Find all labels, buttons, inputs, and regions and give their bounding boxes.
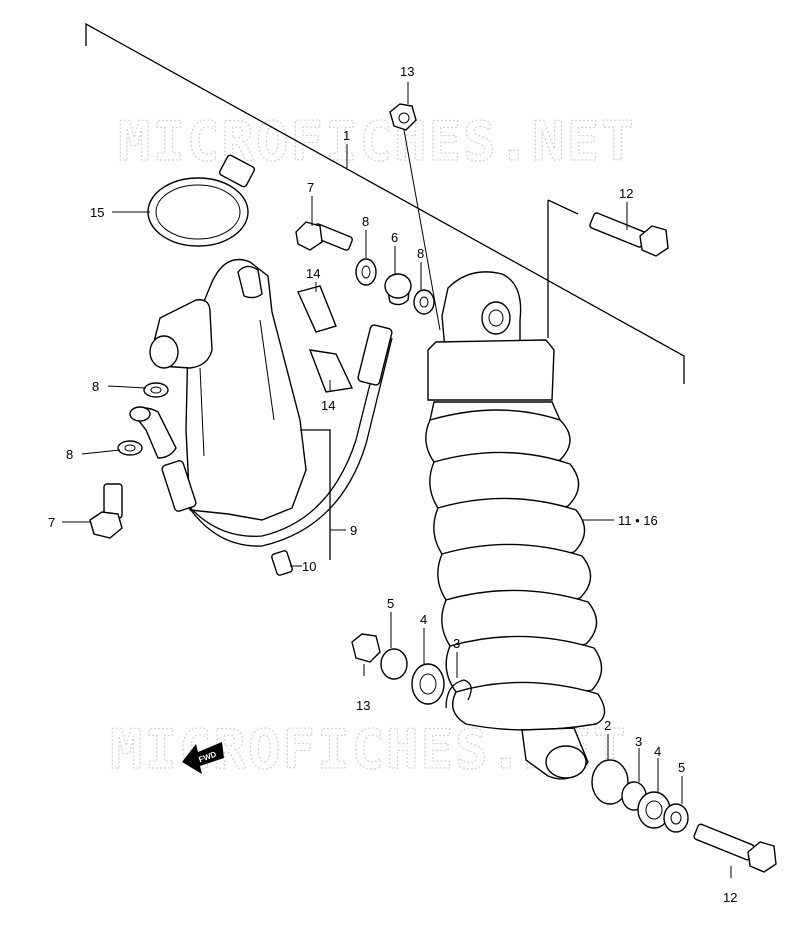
callout-14-top: 14 <box>306 266 320 281</box>
callout-6: 6 <box>391 230 398 245</box>
fwd-arrow-icon: FWD <box>182 742 224 774</box>
valve-cap <box>271 550 293 576</box>
callout-13-bottom: 13 <box>356 698 370 713</box>
callout-7-top: 7 <box>307 180 314 195</box>
spring-coils <box>425 409 606 731</box>
callout-labels: 1 13 12 7 8 6 8 14 14 15 8 8 7 9 10 11 •… <box>48 64 737 905</box>
callout-4-left: 4 <box>420 612 427 627</box>
banjo-bolt-upper <box>295 221 353 251</box>
callout-8-d: 8 <box>66 447 73 462</box>
banjo-bolt-lower <box>89 483 123 539</box>
hydraulic-hose <box>129 273 412 547</box>
callout-12-bottom: 12 <box>723 890 737 905</box>
callout-14-bottom: 14 <box>321 398 335 413</box>
callout-3-left: 3 <box>453 636 460 651</box>
callout-5-right: 5 <box>678 760 685 775</box>
callout-3-right: 3 <box>635 734 642 749</box>
reservoir-tank <box>149 258 331 560</box>
callout-11-16: 11 • 16 <box>618 513 658 528</box>
callout-7-bottom: 7 <box>48 515 55 530</box>
callout-8-c: 8 <box>92 379 99 394</box>
callout-1: 1 <box>343 128 350 143</box>
callout-13-top: 13 <box>400 64 414 79</box>
callout-15: 15 <box>90 205 104 220</box>
lower-eye <box>521 727 589 780</box>
assembly-bracket <box>85 22 685 384</box>
right-bushing-stack <box>591 759 689 833</box>
left-bushing-stack <box>351 633 472 709</box>
callout-12-top: 12 <box>619 186 633 201</box>
callout-9: 9 <box>350 523 357 538</box>
callout-8-a: 8 <box>362 214 369 229</box>
callout-4-right: 4 <box>654 744 661 759</box>
callout-5-left: 5 <box>387 596 394 611</box>
washers-8 <box>117 258 435 456</box>
callout-8-b: 8 <box>417 246 424 261</box>
bolt-12-top <box>589 212 669 257</box>
callout-10: 10 <box>302 559 316 574</box>
rubber-pads <box>297 285 354 393</box>
shock-absorber <box>427 271 562 421</box>
watermark-top: MICROFICHES.NET <box>118 110 636 173</box>
nut-top <box>389 103 441 331</box>
leader-lines <box>62 82 732 878</box>
callout-2: 2 <box>604 718 611 733</box>
bolt-12-bottom <box>693 823 777 873</box>
